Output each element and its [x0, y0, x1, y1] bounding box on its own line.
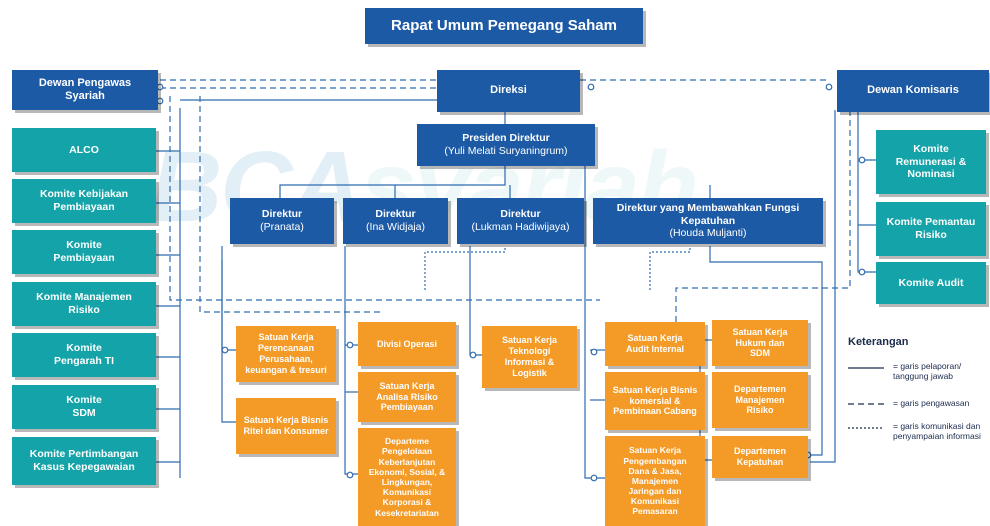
committee-sdm: Komite SDM	[12, 385, 156, 429]
director-name: (Lukman Hadiwijaya)	[471, 221, 570, 233]
legend-communication-line: = garis komunikasi dan penyampaian infor…	[893, 421, 981, 441]
committee-manajemen-risiko: Komite Manajemen Risiko	[12, 282, 156, 326]
director-title: Direktur	[261, 208, 303, 221]
legend-supervision-line: = garis pengawasan	[893, 398, 970, 408]
unit-manajemen-risiko: Departemen Manajemen Risiko	[712, 372, 808, 428]
director-title: Direktur	[375, 208, 416, 221]
legend-reporting-line: = garis pelaporan/ tanggung jawab	[893, 361, 962, 381]
director-pranata: Direktur (Pranata)	[230, 198, 334, 244]
legend-title: Keterangan	[848, 336, 909, 348]
committee-audit: Komite Audit	[876, 262, 986, 304]
direksi-box: Direksi	[437, 70, 580, 112]
unit-pengembangan-dana: Satuan Kerja Pengembangan Dana & Jasa, M…	[605, 436, 705, 526]
unit-perencanaan: Satuan Kerja Perencanaan Perusahaan, keu…	[236, 326, 336, 382]
committee-alco: ALCO	[12, 128, 156, 172]
director-kepatuhan: Direktur yang Membawahkan Fungsi Kepatuh…	[593, 198, 823, 244]
committee-pertimbangan-kasus: Komite Pertimbangan Kasus Kepegawaian	[12, 437, 156, 485]
director-lukman: Direktur (Lukman Hadiwijaya)	[457, 198, 584, 244]
director-name: (Ina Widjaja)	[366, 221, 425, 233]
unit-kepatuhan: Departemen Kepatuhan	[712, 436, 808, 478]
director-name: (Houda Muljanti)	[669, 227, 747, 240]
director-name: (Pranata)	[260, 221, 304, 233]
director-title: Direktur	[500, 208, 541, 221]
dewan-pengawas-syariah-box: Dewan Pengawas Syariah	[12, 70, 158, 110]
director-title: Direktur yang Membawahkan Fungsi Kepatuh…	[616, 202, 800, 227]
unit-bisnis-komersial: Satuan Kerja Bisnis komersial & Pembinaa…	[605, 372, 705, 430]
unit-teknologi-informasi: Satuan Kerja Teknologi Informasi & Logis…	[482, 326, 577, 388]
unit-bisnis-ritel: Satuan Kerja Bisnis Ritel dan Konsumer	[236, 398, 336, 454]
committee-remunerasi: Komite Remunerasi & Nominasi	[876, 130, 986, 194]
rups-box: Rapat Umum Pemegang Saham	[365, 8, 643, 44]
president-name: (Yuli Melati Suryaningrum)	[444, 145, 568, 157]
president-title: Presiden Direktur	[462, 132, 550, 145]
unit-divisi-operasi: Divisi Operasi	[358, 322, 456, 366]
committee-kebijakan-pembiayaan: Komite Kebijakan Pembiayaan	[12, 179, 156, 223]
committee-pembiayaan: Komite Pembiayaan	[12, 230, 156, 274]
unit-audit-internal: Satuan Kerja Audit Internal	[605, 322, 705, 366]
committee-pemantau-risiko: Komite Pemantau Risiko	[876, 202, 986, 256]
committee-pengarah-ti: Komite Pengarah TI	[12, 333, 156, 377]
dewan-komisaris-box: Dewan Komisaris	[837, 70, 989, 112]
director-ina: Direktur (Ina Widjaja)	[343, 198, 448, 244]
unit-pengelolaan-keberlanjutan: Departeme Pengelolaan Keberlanjutan Ekon…	[358, 428, 456, 526]
president-box: Presiden Direktur (Yuli Melati Suryaning…	[417, 124, 595, 166]
unit-analisa-risiko: Satuan Kerja Analisa Risiko Pembiayaan	[358, 372, 456, 422]
unit-hukum-sdm: Satuan Kerja Hukum dan SDM	[712, 320, 808, 366]
